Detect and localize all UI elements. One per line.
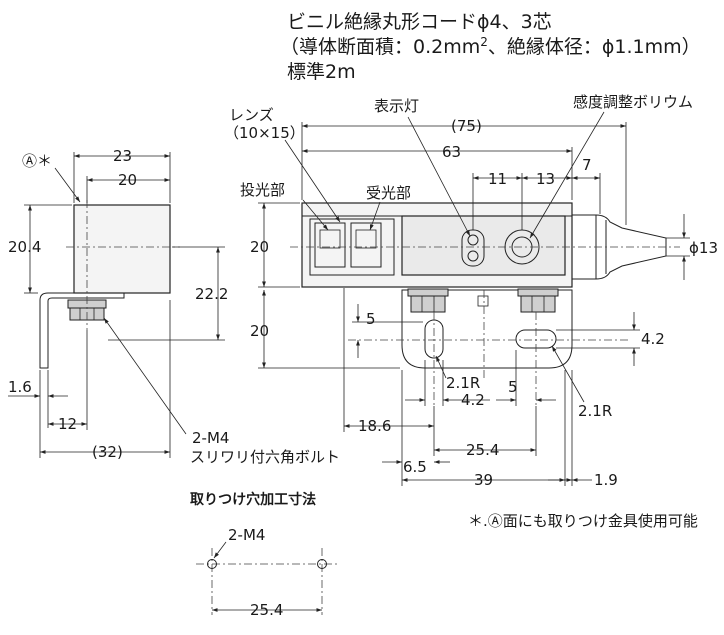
dim-side-width-outer: 23	[113, 147, 132, 165]
dim-overall-length: (75)	[451, 117, 482, 135]
bolt-note-desc: スリワリ付六角ボルト	[190, 448, 340, 466]
dim-side-height-total: 22.2	[195, 285, 228, 303]
dim-slot-spacing-right: 5	[508, 378, 518, 396]
dim-plate-thickness: 1.6	[8, 378, 32, 396]
front-view-dimensions: (75) 63 11 13 7 20 20 ϕ13 5	[250, 117, 718, 489]
bracket-notch	[477, 295, 489, 307]
indicator-label: 表示灯	[374, 97, 419, 115]
dim-slot-radius-left: 2.1R	[446, 374, 480, 392]
dim-cable-diameter: ϕ13	[689, 239, 718, 257]
dim-slot-spacing-left: 4.2	[461, 391, 485, 409]
surface-a-mark: Ⓐ＊	[22, 152, 52, 170]
dim-cable-gap: 7	[582, 156, 592, 174]
dim-hole-pitch: 25.4	[466, 441, 499, 459]
receiver-label: 受光部	[366, 184, 411, 202]
mounting-hole-left	[207, 559, 217, 569]
dim-slot-radius-right: 2.1R	[578, 402, 612, 420]
bolt-note-spec: 2-M4	[192, 429, 229, 447]
front-view	[290, 202, 680, 406]
emitter-lens	[314, 222, 346, 268]
mounting-hole-spec: 2-M4	[228, 526, 265, 544]
side-view-body	[73, 204, 171, 294]
dim-left-edge: 6.5	[403, 458, 427, 476]
emitter-lens-inner	[319, 229, 341, 249]
mounting-hole-diagram: 取りつけ穴加工寸法 2-M4 25.4	[190, 491, 340, 619]
dim-side-height: 20.4	[8, 238, 41, 256]
indicator-lamp-bottom	[467, 250, 479, 262]
cable-spec-header: ビニル絶縁丸形コードϕ4、3芯 （導体断面積：0.2mm2、絶縁体径：ϕ1.1m…	[280, 11, 701, 83]
lens-label: レンズ	[229, 106, 274, 124]
footnote: ＊.Ⓐ面にも取りつけ金具使用可能	[468, 512, 698, 530]
receiver-lens-inner	[355, 229, 377, 249]
cable-spec-line1: ビニル絶縁丸形コードϕ4、3芯	[287, 11, 552, 33]
dim-right-edge: 1.9	[594, 471, 618, 489]
lens-size-label: （10×15）	[224, 124, 305, 142]
dim-side-width-inner: 20	[118, 171, 137, 189]
front-view-labels: レンズ （10×15） 投光部 受光部 表示灯 感度調整ボリウム	[224, 93, 693, 239]
bolt-note: 2-M4 スリワリ付六角ボルト	[190, 429, 340, 466]
bolt-left-washer	[407, 288, 449, 297]
dim-side-total-length: (32)	[92, 443, 123, 461]
dim-bracket-height: 20	[250, 322, 269, 340]
dim-adjuster-offset: 13	[536, 170, 555, 188]
dim-body-length: 63	[442, 143, 461, 161]
dim-front-height: 20	[250, 238, 269, 256]
cable-spec-line3: 標準2m	[287, 61, 356, 83]
bolt-right-washer	[517, 288, 559, 297]
cable-spec-line2-b: 、絶縁体径：ϕ1.1mm）	[488, 36, 701, 58]
cable-spec-line2-a: （導体断面積：0.2mm	[280, 36, 480, 58]
mounting-pitch: 25.4	[250, 601, 283, 619]
dim-slot-offset: 5	[366, 310, 376, 328]
cable-spec-line2: （導体断面積：0.2mm2、絶縁体径：ϕ1.1mm）	[280, 35, 701, 58]
emitter-label: 投光部	[240, 181, 285, 199]
dim-slot-height: 4.2	[641, 330, 665, 348]
cable-gland	[572, 214, 667, 280]
indicator-lamp-top	[467, 234, 479, 246]
dim-left-offset: 18.6	[358, 417, 391, 435]
receiver-lens	[350, 222, 382, 268]
bolt-left-head	[410, 295, 446, 313]
side-view-bracket	[39, 292, 125, 369]
dim-indicator-offset: 11	[488, 170, 507, 188]
dim-side-offset: 12	[58, 415, 77, 433]
adjuster-label: 感度調整ボリウム	[573, 93, 693, 111]
cable-spec-sup: 2	[480, 35, 488, 49]
mounting-hole-right	[317, 559, 327, 569]
side-view: Ⓐ＊ 23 20 20.4 22.2 1.6 12 (32)	[8, 147, 228, 461]
dim-bracket-width: 39	[474, 471, 493, 489]
front-bracket	[401, 289, 573, 369]
mounting-title: 取りつけ穴加工寸法	[190, 491, 316, 508]
bolt-right-head	[520, 295, 556, 313]
